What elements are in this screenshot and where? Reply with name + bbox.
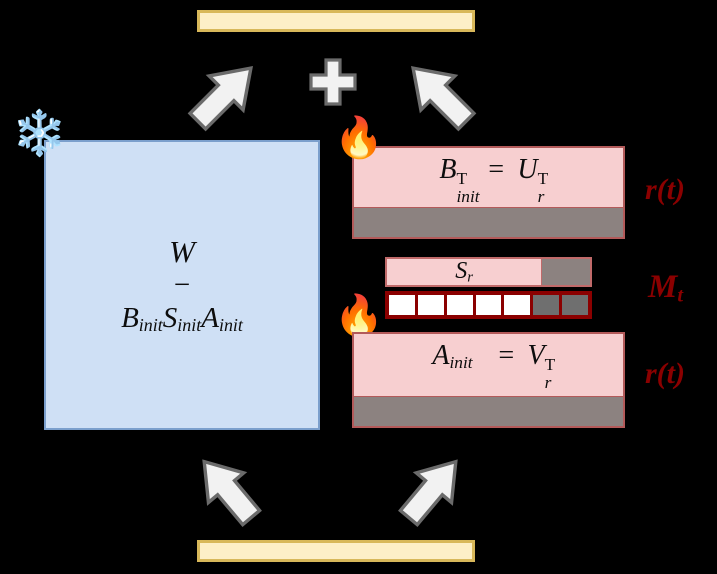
mask-cell[interactable] <box>533 295 560 315</box>
block-a-masked-tail <box>354 396 623 426</box>
fire-icon: 🔥 <box>334 293 384 338</box>
fire-icon: 🔥 <box>334 115 384 160</box>
frozen-line-minus: − <box>173 269 191 302</box>
activation-bar-output <box>197 10 475 32</box>
term-b-init: Binit <box>121 301 163 335</box>
mask-cell[interactable] <box>504 295 531 315</box>
block-b-masked-tail <box>354 207 623 237</box>
plus-icon <box>307 56 359 108</box>
mask-cell[interactable] <box>475 295 502 315</box>
singular-masked-region <box>541 259 590 285</box>
dimension-label-mask: Mt <box>648 269 684 307</box>
singular-value-row: Sr <box>385 257 592 287</box>
mask-cell[interactable] <box>389 295 415 315</box>
arrow-bottom-left <box>188 448 268 537</box>
dimension-label-r-top: r(t) <box>645 173 685 206</box>
singular-active-region: Sr <box>387 258 541 286</box>
mask-cell[interactable] <box>417 295 444 315</box>
dimension-label-r-bottom: r(t) <box>645 357 685 390</box>
activation-bar-input <box>197 540 475 562</box>
arrow-bottom-right <box>392 448 472 537</box>
singular-row-label: Sr <box>455 258 474 286</box>
arrow-top-left <box>182 52 266 143</box>
frozen-weight-matrix: W − BinitSinitAinit <box>44 140 320 430</box>
mask-cell[interactable] <box>562 295 589 315</box>
mask-cell[interactable] <box>446 295 473 315</box>
term-a-init: Ainit <box>201 301 243 335</box>
frozen-line-w: W <box>169 233 195 269</box>
snowflake-icon: ❄️ <box>12 109 67 158</box>
mask-row <box>385 291 592 319</box>
arrow-top-right <box>398 52 482 143</box>
frozen-line-product: BinitSinitAinit <box>121 301 243 335</box>
term-s-init: Sinit <box>162 301 202 335</box>
